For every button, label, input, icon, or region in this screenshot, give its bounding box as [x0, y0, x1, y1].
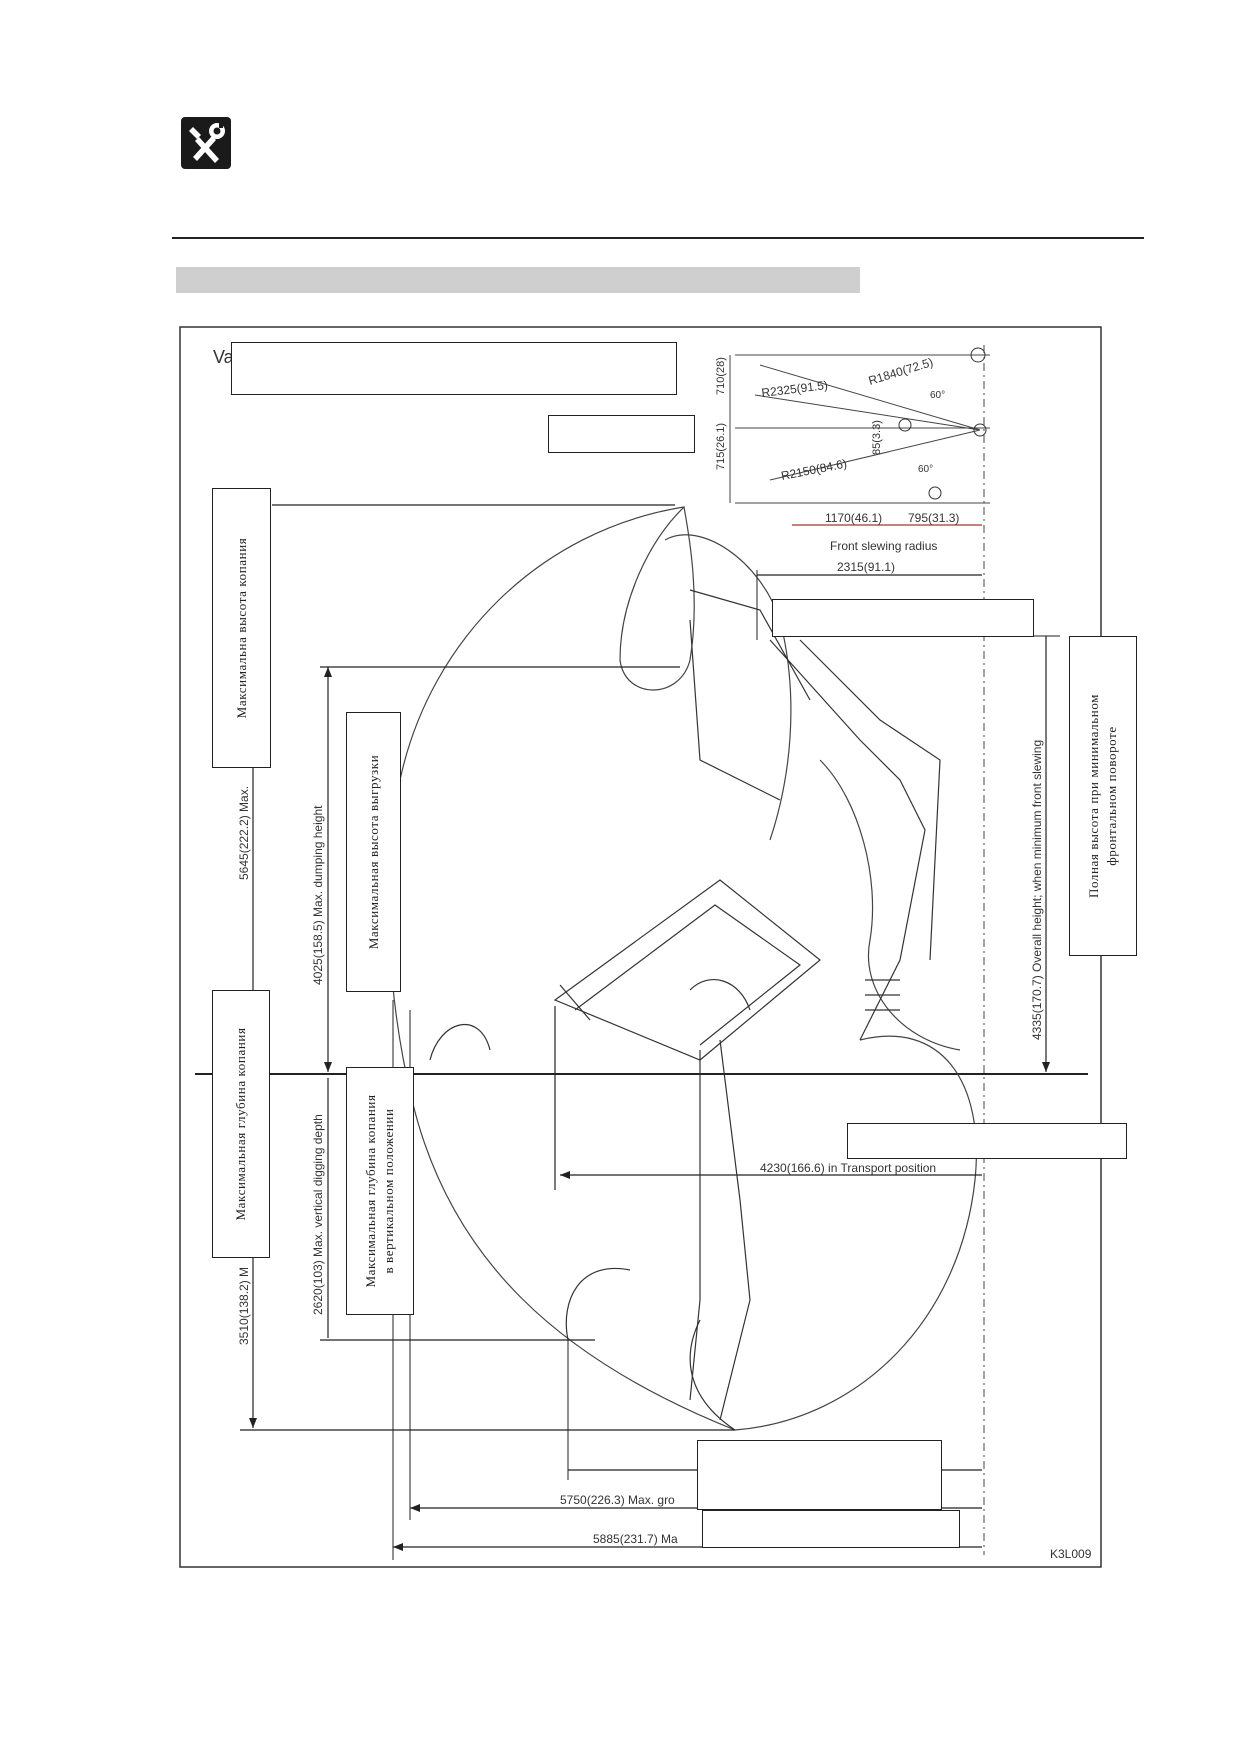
label-overall-height: Полная высота при минимальном фронтально… — [1069, 636, 1137, 956]
overall-height-text: 4335(170.7) Overall height; when minimum… — [1030, 740, 1044, 1040]
svg-text:710(28): 710(28) — [715, 357, 727, 395]
svg-text:795(31.3): 795(31.3) — [908, 511, 959, 525]
label-max-dump-height: Максимальная высота выгрузки — [346, 712, 401, 992]
blank-label-box — [548, 415, 695, 453]
drawing-code: K3L009 — [1050, 1547, 1092, 1561]
svg-text:60°: 60° — [930, 390, 945, 401]
svg-text:85(3.3): 85(3.3) — [871, 420, 883, 455]
svg-text:Front slewing radius: Front slewing radius — [830, 539, 937, 553]
reach-max-text: 5885(231.7) Ma — [593, 1532, 678, 1546]
label-max-dig-depth: Максимальная глубина копания — [212, 990, 270, 1258]
svg-text:715(26.1): 715(26.1) — [715, 423, 727, 470]
label-vert-dig-depth: Максимальная глубина копания в вертикаль… — [346, 1067, 414, 1315]
blank-label-box-4 — [697, 1440, 942, 1510]
title-fragment: Va — [213, 347, 235, 367]
title-cover-box — [231, 342, 677, 395]
max-dump-text: 4025(158.5) Max. dumping height — [311, 805, 325, 985]
blank-label-box-3 — [847, 1123, 1127, 1159]
vert-dig-text: 2620(103) Max. vertical digging depth — [311, 1114, 325, 1315]
dig-depth-text: 3510(138.2) M — [237, 1267, 251, 1345]
blank-label-box-5 — [702, 1510, 960, 1548]
blank-label-box-2 — [772, 599, 1034, 637]
label-max-dig-height: Максимальна высота копания — [212, 488, 271, 768]
reach-ground-text: 5750(226.3) Max. gro — [560, 1493, 675, 1507]
svg-text:1170(46.1): 1170(46.1) — [825, 511, 882, 525]
header-rule — [172, 237, 1144, 239]
tools-icon — [181, 117, 231, 169]
boom-arc — [819, 759, 961, 1051]
dim-2315-text: 2315(91.1) — [837, 560, 895, 574]
transport-text: 4230(166.6) in Transport position — [760, 1161, 936, 1175]
excavator-outline — [429, 589, 941, 1431]
reach-envelope — [388, 506, 977, 1431]
svg-text:60°: 60° — [918, 464, 933, 475]
svg-text:R2325(91.5): R2325(91.5) — [761, 378, 829, 400]
section-title-bar — [176, 267, 860, 293]
max-height-text: 5645(222.2) Max. — [237, 786, 251, 880]
bucket-top — [619, 505, 695, 691]
arm-arc — [664, 534, 792, 841]
svg-text:R1840(72.5): R1840(72.5) — [867, 355, 935, 388]
slewing-detail: 710(28) 715(26.1) R1840(72.5) R2325(91.5… — [715, 347, 990, 553]
svg-text:R2150(84.6): R2150(84.6) — [780, 456, 848, 482]
